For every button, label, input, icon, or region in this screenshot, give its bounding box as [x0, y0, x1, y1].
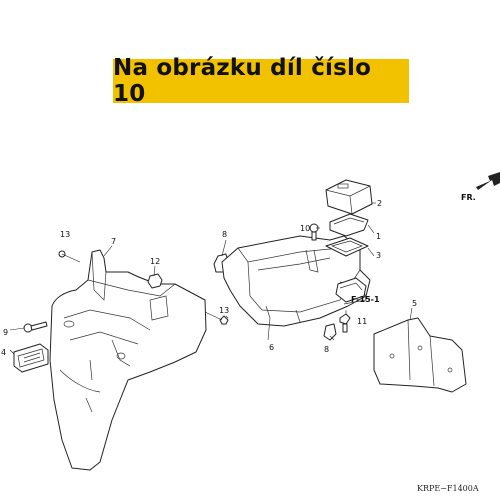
- part-bolt-9: [23, 321, 48, 333]
- callout-labels: 13 7 12 9 4 8 13 6 2 1 3 10 F-15-1 11 8 …: [1, 199, 417, 357]
- title-banner: Na obrázku díl číslo 10: [113, 55, 409, 107]
- part-connector: [335, 277, 367, 303]
- callout-12: 12: [150, 257, 160, 266]
- callout-1: 1: [376, 232, 381, 241]
- part-plate: [329, 213, 369, 237]
- part-bolt-13-right: [204, 311, 229, 325]
- callout-13-right: 13: [219, 306, 229, 315]
- part-clip-8-right: [323, 323, 337, 341]
- callout-6: 6: [269, 343, 274, 352]
- diagram-code: KRPE−F1400A: [417, 484, 479, 493]
- callout-4: 4: [1, 348, 6, 357]
- part-gasket: [325, 237, 369, 257]
- callout-3: 3: [376, 251, 381, 260]
- part-bracket: [373, 317, 467, 393]
- part-nut-12: [147, 273, 163, 289]
- callout-5: 5: [412, 299, 417, 308]
- leader-lines: [9, 202, 413, 355]
- front-direction-arrow: FR.: [461, 172, 500, 202]
- part-reflector: [13, 343, 49, 373]
- callout-f15-1: F-15-1: [351, 295, 380, 304]
- part-cover: [325, 179, 373, 215]
- callout-9: 9: [3, 328, 8, 337]
- callout-11: 11: [357, 317, 367, 326]
- part-bolt-13-left: [58, 250, 81, 263]
- callout-10: 10: [300, 224, 310, 233]
- callout-8-left: 8: [222, 230, 227, 239]
- callout-7: 7: [111, 237, 116, 246]
- part-rear-fender: [49, 249, 207, 471]
- callout-2: 2: [377, 199, 382, 208]
- callout-13-left: 13: [60, 230, 70, 239]
- fr-label: FR.: [461, 193, 476, 202]
- part-bolt-11: [339, 313, 351, 333]
- banner-text: Na obrázku díl číslo 10: [113, 55, 372, 107]
- callout-8-right: 8: [324, 345, 329, 354]
